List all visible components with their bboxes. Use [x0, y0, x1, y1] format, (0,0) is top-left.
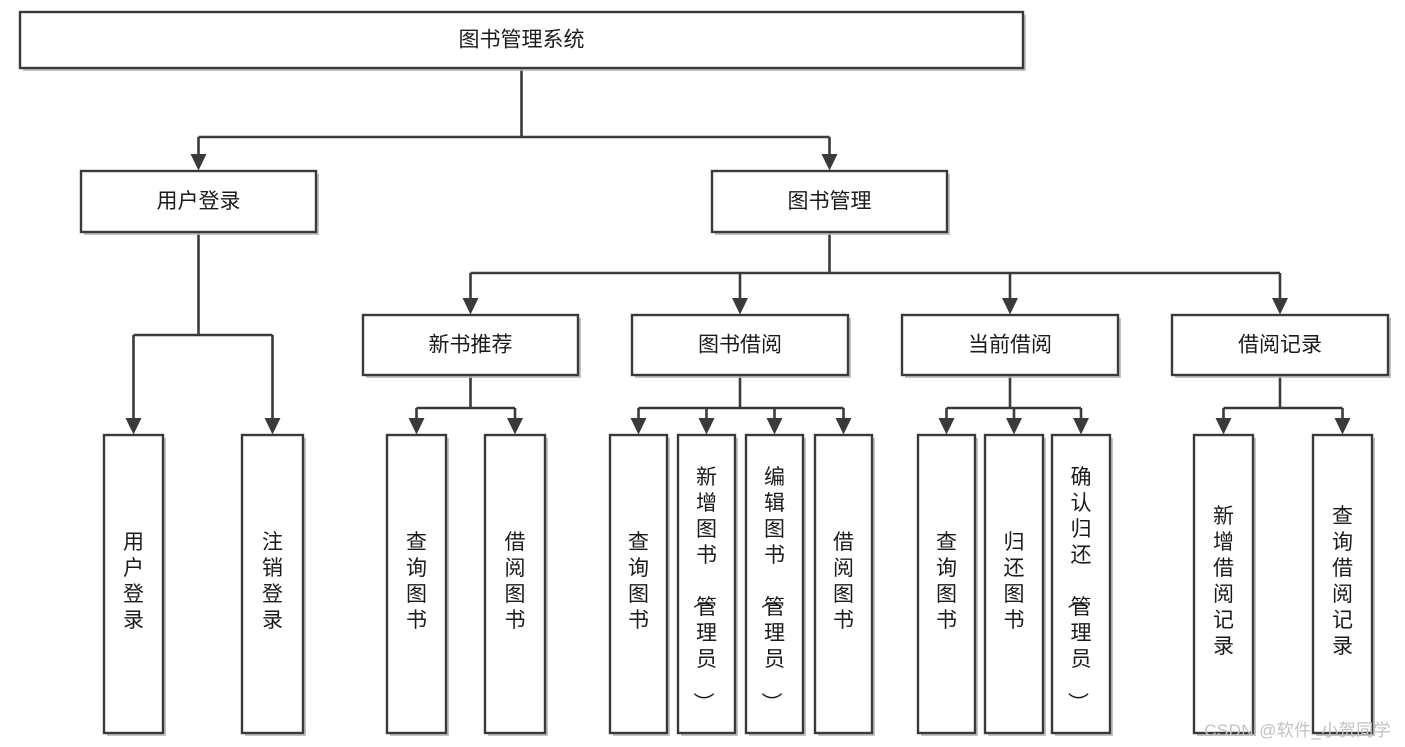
node-box — [385, 433, 448, 735]
node-label: 编辑图书（管理员） — [759, 466, 785, 713]
node-leaf-cur-return[interactable]: 归还图书 — [983, 433, 1046, 736]
arrow-head-icon — [264, 418, 281, 435]
node-label: 新书推荐 — [429, 334, 513, 357]
node-leaf-rec-query[interactable]: 查询图书 — [385, 433, 449, 736]
node-box — [676, 433, 737, 735]
node-box — [744, 433, 805, 735]
node-label: 图书借阅 — [698, 334, 782, 357]
node-label: 查询图书 — [936, 531, 957, 632]
node-label: 借阅图书 — [505, 531, 526, 632]
node-box — [1192, 433, 1255, 735]
node-label: 图书管理 — [788, 190, 872, 213]
arrow-head-icon — [1002, 298, 1018, 315]
node-root[interactable]: 图书管理系统 — [18, 10, 1026, 71]
arrow-head-icon — [1006, 418, 1022, 435]
node-leaf-cur-confirm[interactable]: 确认归还（管理员） — [1050, 433, 1113, 736]
node-box — [710, 169, 949, 234]
node-box — [1170, 313, 1390, 377]
node-label: 归还图书 — [1004, 531, 1025, 632]
connector-layer — [125, 68, 1351, 435]
node-user-login[interactable]: 用户登录 — [79, 169, 319, 235]
node-box — [18, 10, 1025, 70]
node-layer: 图书管理系统用户登录图书管理新书推荐图书借阅当前借阅借阅记录用户登录注销登录查询… — [18, 10, 1391, 736]
node-label: 当前借阅 — [968, 334, 1052, 357]
node-label: 查询借阅记录 — [1332, 505, 1353, 658]
arrow-head-icon — [766, 418, 783, 435]
node-new-book-rec[interactable]: 新书推荐 — [361, 313, 581, 378]
node-box — [1311, 433, 1374, 735]
node-leaf-user-login[interactable]: 用户登录 — [102, 433, 166, 736]
arrow-head-icon — [1334, 418, 1351, 435]
node-box — [608, 433, 669, 735]
node-box — [1050, 433, 1112, 735]
node-leaf-rec-borrow[interactable]: 借阅图书 — [483, 433, 548, 736]
node-leaf-borrow-add[interactable]: 新增图书（管理员） — [676, 433, 738, 736]
node-label: 用户登录 — [123, 531, 144, 632]
node-box — [900, 313, 1120, 377]
node-label: 借阅记录 — [1238, 334, 1322, 357]
node-label: 用户登录 — [157, 190, 241, 213]
node-label: 确认归还（管理员） — [1066, 466, 1092, 713]
node-leaf-rec-add[interactable]: 新增借阅记录 — [1192, 433, 1256, 736]
node-borrow-record[interactable]: 借阅记录 — [1170, 313, 1391, 378]
arrow-head-icon — [732, 298, 748, 315]
node-leaf-cur-query[interactable]: 查询图书 — [916, 433, 978, 736]
arrow-head-icon — [190, 154, 207, 171]
node-label: 借阅图书 — [833, 531, 854, 632]
node-label: 查询图书 — [406, 531, 427, 632]
arrow-head-icon — [698, 418, 715, 435]
arrow-head-icon — [630, 418, 647, 435]
node-box — [813, 433, 874, 735]
node-label: 图书管理系统 — [459, 29, 585, 52]
node-leaf-rec-search[interactable]: 查询借阅记录 — [1311, 433, 1375, 736]
arrow-head-icon — [835, 418, 852, 435]
node-box — [630, 313, 850, 377]
node-book-borrow[interactable]: 图书借阅 — [630, 313, 851, 378]
watermark-label: CSDN @软件_小贺同学 — [1204, 721, 1391, 740]
arrow-head-icon — [821, 154, 838, 171]
node-label: 新增借阅记录 — [1213, 505, 1234, 658]
node-label: 查询图书 — [628, 531, 649, 632]
node-leaf-user-logout[interactable]: 注销登录 — [240, 433, 306, 736]
node-leaf-borrow-lend[interactable]: 借阅图书 — [813, 433, 875, 736]
node-box — [102, 433, 165, 735]
node-book-mgmt[interactable]: 图书管理 — [710, 169, 950, 235]
node-box — [483, 433, 547, 735]
node-label: 注销登录 — [262, 531, 283, 632]
node-box — [983, 433, 1045, 735]
node-current-borrow[interactable]: 当前借阅 — [900, 313, 1121, 378]
arrow-head-icon — [1073, 418, 1089, 435]
node-label: 新增图书（管理员） — [691, 466, 717, 713]
arrow-head-icon — [1272, 298, 1288, 315]
node-box — [240, 433, 305, 735]
node-box — [361, 313, 580, 377]
node-leaf-borrow-edit[interactable]: 编辑图书（管理员） — [744, 433, 806, 736]
arrow-head-icon — [1215, 418, 1232, 435]
node-box — [916, 433, 977, 735]
node-box — [79, 169, 318, 234]
arrow-head-icon — [938, 418, 955, 435]
arrow-head-icon — [462, 298, 479, 315]
node-leaf-borrow-query[interactable]: 查询图书 — [608, 433, 670, 736]
arrow-head-icon — [408, 418, 425, 435]
arrow-head-icon — [507, 418, 523, 435]
arrow-head-icon — [125, 418, 142, 435]
